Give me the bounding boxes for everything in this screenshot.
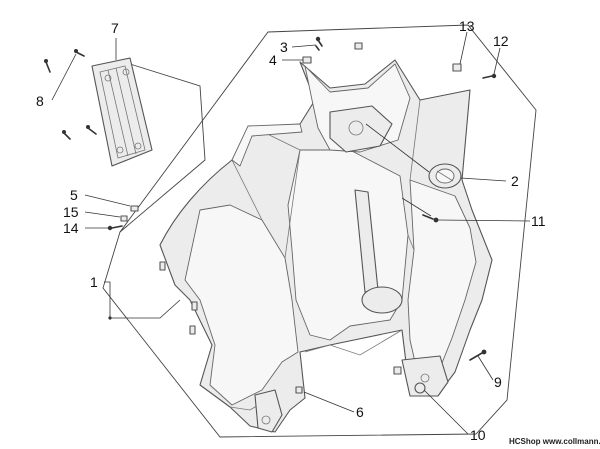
leader-3 [291,44,317,48]
vent-grille [91,57,153,167]
leader-10 [423,389,469,435]
leader-12 [493,47,501,75]
callout-2: 2 [511,173,519,189]
screw-14 [107,225,123,231]
screw-8b [74,49,85,57]
leader-15 [84,211,121,218]
upper-hole [348,120,364,136]
callout-14: 14 [63,220,79,236]
callout-11: 11 [531,213,546,229]
screw-3b [315,45,320,51]
leader-2b [365,123,430,173]
leader-13 [459,31,468,65]
callout-9: 9 [494,374,502,390]
screw-8a [44,59,51,73]
callout-13: 13 [459,18,475,34]
screw-3 [315,36,323,47]
footer-credit: HCShop www.collmann.eu [509,437,600,446]
leader-1 [104,281,181,319]
callout-4: 4 [269,52,277,68]
clip-15 [120,215,128,222]
clip-top [354,42,363,50]
leader-11b [401,197,432,217]
callout-10: 10 [470,427,486,443]
nut-10 [414,382,426,394]
front-shield-body [159,59,493,433]
leader-9 [477,355,494,381]
clip-6b [393,366,402,375]
callout-3: 3 [280,39,288,55]
leader-1-dot [108,316,112,320]
part7-bracket-frame [119,63,206,233]
callout-7: 7 [111,20,119,36]
assembly-frame [102,24,537,438]
leader-11 [437,219,531,222]
callout-5: 5 [70,187,78,203]
clip-4 [302,56,312,64]
leader-6 [303,391,355,413]
callout-15: 15 [63,204,79,220]
clip-5 [130,205,139,212]
callout-8: 8 [36,93,44,109]
callout-12: 12 [493,33,509,49]
screw-11 [422,214,439,223]
screw-8c [62,130,71,140]
screw-8d [86,125,97,135]
leader-8 [51,53,77,101]
leader-2 [460,177,507,182]
clip-6a [295,386,303,394]
callout-1: 1 [90,274,98,290]
screw-12 [482,73,497,79]
screw-9 [469,349,487,361]
round-cap [428,163,462,189]
clip-13 [452,63,462,72]
callout-6: 6 [356,404,364,420]
leader-5 [84,194,131,207]
